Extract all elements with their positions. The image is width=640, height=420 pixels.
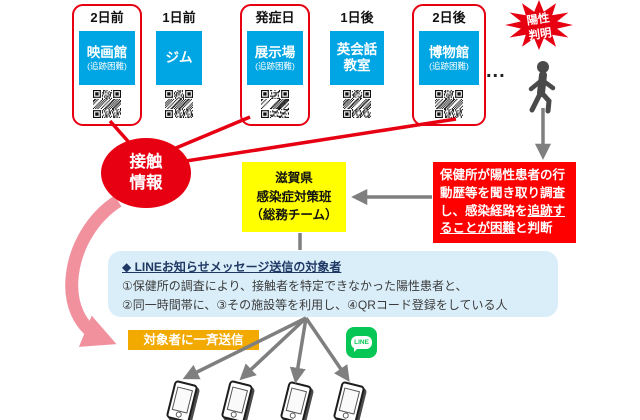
line-app-icon: LINE [346, 327, 377, 358]
place-box: 英会話教室 [330, 31, 384, 85]
burst-label-line1: 陽性 [526, 10, 551, 27]
smartphone-icon [220, 379, 254, 420]
line-message-target-box: ◆ LINEお知らせメッセージ送信の対象者 ①保健所の調査により、接触者を特定で… [108, 251, 558, 317]
timeline-column-exhibition: 発症日 展示場 (追跡困難) [240, 4, 310, 126]
place-box: ジム [156, 31, 202, 85]
day-label: 発症日 [255, 10, 295, 25]
notice-heading: ◆ LINEお知らせメッセージ送信の対象者 [122, 260, 342, 274]
positive-starburst: 陽性 判明 [505, 0, 573, 50]
qr-code-icon [165, 90, 193, 118]
place-box: 博物館 (追跡困難) [419, 31, 479, 85]
health-center-assessment-box: 保健所が陽性患者の行動歴等を聞き取り調査し、感染経路を追跡することが困難と判断 [433, 162, 576, 243]
notice-item-2: ②同一時間帯に、③その施設等を利用し、④QRコード登録をしている人 [122, 298, 508, 313]
qr-code-icon [261, 90, 289, 118]
notice-item-1: ①保健所の調査により、接触者を特定できなかった陽性患者と、 [122, 278, 468, 293]
timeline-column-gym: 1日前 ジム [156, 9, 202, 118]
smartphone-icon [279, 380, 313, 420]
qr-code-icon [93, 90, 121, 118]
day-label: 1日前 [162, 10, 196, 25]
qr-code-icon [343, 90, 371, 118]
shiga-team-box: 滋賀県 感染症対策班 （総務チーム） [242, 162, 346, 232]
timeline-column-movie: 2日前 映画館 (追跡困難) [72, 4, 142, 126]
ellipsis-dots: ... [486, 60, 506, 82]
fan-arrow-3 [289, 317, 308, 384]
broadcast-box: 対象者に一斉送信 [128, 330, 259, 350]
smartphone-icon [165, 379, 199, 420]
day-label: 2日後 [432, 10, 466, 25]
day-label: 1日後 [340, 10, 374, 25]
qr-code-icon [435, 90, 463, 118]
day-label: 2日前 [90, 10, 124, 25]
place-box: 展示場 (追跡困難) [247, 31, 303, 85]
burst-label-line2: 判明 [528, 25, 553, 42]
timeline-column-english-class: 1日後 英会話教室 [330, 9, 384, 118]
timeline-column-museum: 2日後 博物館 (追跡困難) [412, 4, 486, 126]
fan-arrow-4 [304, 317, 350, 382]
place-box: 映画館 (追跡困難) [79, 31, 135, 85]
walking-person-icon [528, 61, 556, 114]
contact-info-ellipse: 接触情報 [101, 138, 191, 208]
line-speech-bubble: LINE [351, 336, 372, 352]
smartphone-icon [332, 380, 366, 420]
